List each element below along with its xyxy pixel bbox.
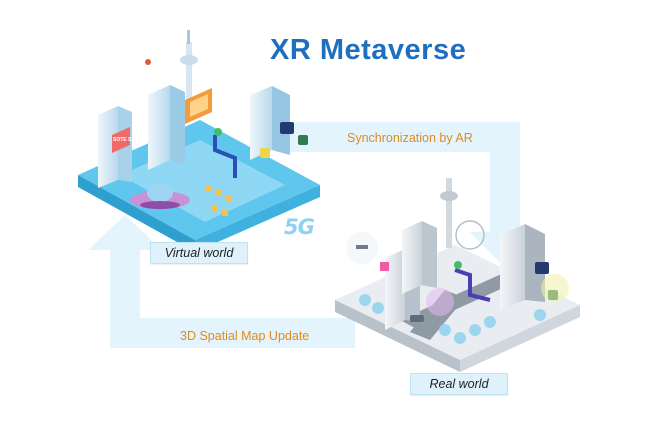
real-world-illustration	[335, 178, 580, 372]
network-5g-label: 5G	[284, 215, 315, 239]
sync-label: Synchronization by AR	[347, 131, 473, 145]
page-title: XR Metaverse	[270, 34, 467, 66]
virtual-world-label: Virtual world	[150, 242, 248, 264]
real-world-label: Real world	[410, 373, 508, 395]
sale-sign-text: SOTE SALE	[113, 137, 142, 143]
spatial-update-label: 3D Spatial Map Update	[180, 329, 310, 343]
update-arrow	[88, 215, 355, 348]
virtual-world-illustration	[78, 30, 320, 252]
